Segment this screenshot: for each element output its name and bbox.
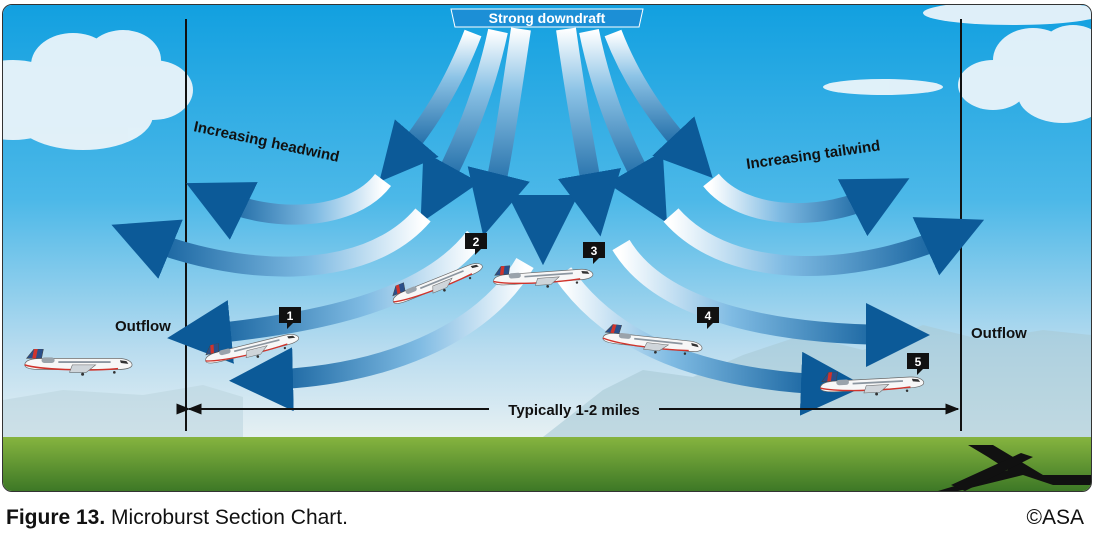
right-outflow-arrow [612,239,930,367]
svg-text:2: 2 [473,235,480,249]
downdraft-arrow [420,28,508,224]
figure-title: Microburst Section Chart. [111,506,348,529]
left-outflow-arrows [111,173,534,412]
svg-text:1: 1 [287,309,294,323]
position-marker-3: 3 [583,242,605,264]
right-outflow-label: Outflow [971,325,1027,342]
downdraft-arrows [379,27,713,266]
clouds [3,5,1091,150]
left-outflow-arrow [186,173,391,240]
left-outflow-arrow [229,257,534,412]
right-outflow-arrow [663,208,985,277]
left-outflow-arrow [111,208,431,279]
right-outflow-arrows [554,173,985,416]
strong-downdraft-banner: Strong downdraft [450,8,644,28]
right-outflow-arrow [703,173,910,237]
copyright-notice: ©ASA [1026,506,1085,529]
strong-downdraft-label: Strong downdraft [489,10,606,26]
position-marker-1: 1 [279,307,301,329]
left-outflow-label: Outflow [115,318,171,335]
position-marker-5: 5 [907,353,929,375]
distance-label: Typically 1-2 miles [508,402,639,419]
downdraft-arrow [379,29,482,182]
position-markers: 1 2 3 4 5 [279,233,929,375]
figure-caption: Figure 13. Microburst Section Chart. [6,506,348,530]
ground [3,437,1091,491]
downdraft-arrow [467,27,531,237]
figure-number: Figure 13. [6,506,106,529]
svg-text:3: 3 [591,244,598,258]
downdraft-arrow [556,27,622,237]
distance-indicator: Typically 1-2 miles [176,402,960,419]
position-marker-4: 4 [697,307,719,329]
downdraft-arrow [604,29,713,179]
right-outflow-arrow [554,267,865,416]
svg-text:5: 5 [915,355,922,369]
runway-icon [938,445,1091,491]
svg-text:4: 4 [705,309,712,323]
runway-cross [951,453,1033,491]
downdraft-arrow [579,29,667,223]
position-marker-2: 2 [465,233,487,255]
left-outflow-arrow [167,230,483,364]
microburst-diagram: Strong downdraft Increasing headwind Inc… [2,4,1092,492]
